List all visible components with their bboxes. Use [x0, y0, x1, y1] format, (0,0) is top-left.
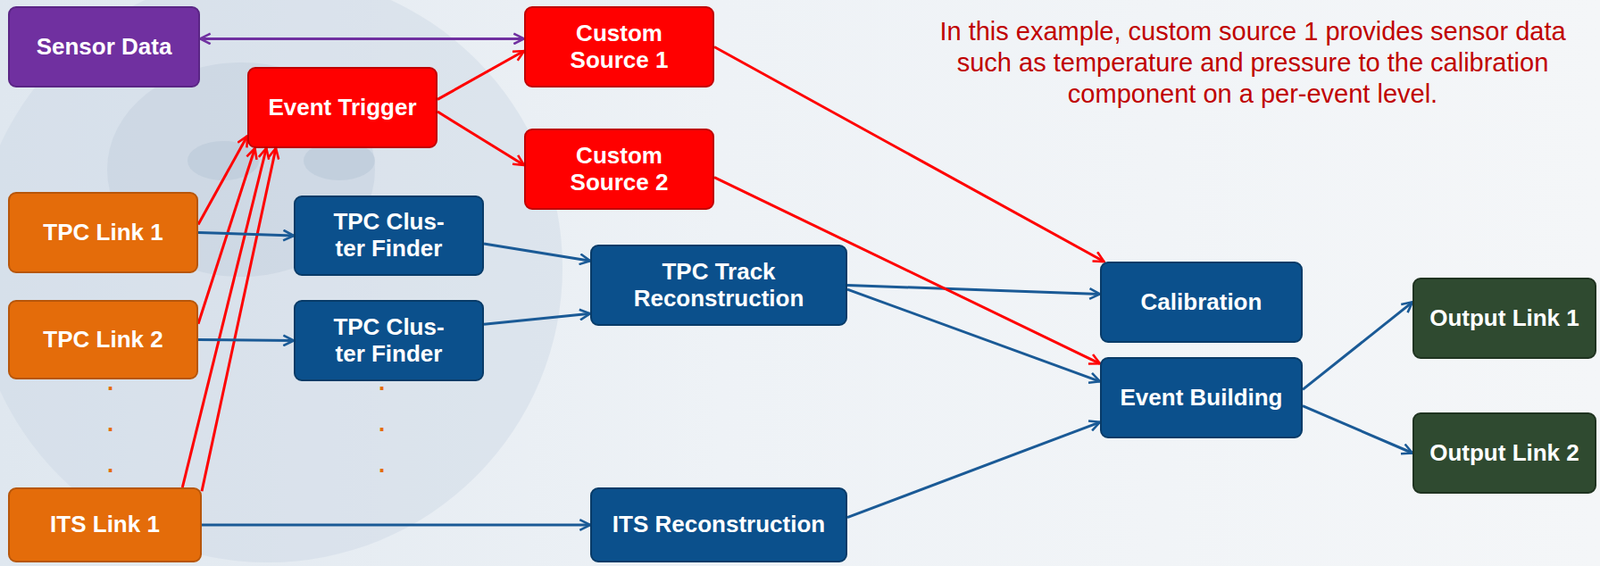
flow-arrow — [714, 47, 1105, 263]
flow-arrow — [847, 422, 1100, 518]
process-box: Event Building — [1100, 357, 1303, 439]
sensor-box: Sensor Data — [8, 6, 200, 88]
box-label: Calibration — [1141, 289, 1263, 317]
process-box: Calibration — [1100, 261, 1303, 343]
flow-arrow — [201, 524, 591, 527]
note-text: In this example, custom source 1 provide… — [919, 16, 1586, 109]
process-box: TPC Clus- ter Finder — [293, 195, 484, 276]
box-label: TPC Link 2 — [42, 326, 163, 354]
source-box: Custom Source 1 — [524, 6, 715, 88]
ellipsis-dots: . . . — [104, 361, 117, 485]
ellipsis-dots: . . . — [375, 361, 388, 485]
process-box: TPC Clus- ter Finder — [293, 300, 484, 382]
box-label: TPC Clus- ter Finder — [322, 208, 457, 263]
box-label: Custom Source 1 — [534, 20, 704, 75]
flow-arrow — [198, 340, 294, 342]
box-label: Event Trigger — [267, 94, 417, 122]
box-label: ITS Reconstruction — [612, 511, 825, 539]
box-label: ITS Link 1 — [50, 511, 160, 539]
flow-arrow — [198, 135, 248, 225]
flow-arrow — [200, 37, 525, 41]
flow-arrow — [483, 243, 591, 261]
process-box: TPC Track Reconstruction — [590, 244, 848, 326]
flow-arrow — [437, 111, 525, 166]
box-label: TPC Track Reconstruction — [600, 258, 837, 313]
flow-arrow — [198, 233, 294, 237]
source-box: Custom Source 2 — [524, 128, 715, 210]
process-box: ITS Reconstruction — [590, 487, 848, 563]
box-label: Output Link 1 — [1429, 305, 1580, 333]
output-box: Output Link 1 — [1412, 277, 1597, 359]
flow-arrow — [483, 313, 591, 325]
link-box: TPC Link 2 — [8, 300, 199, 380]
flow-arrow — [847, 285, 1100, 295]
link-box: TPC Link 1 — [8, 191, 199, 274]
flow-arrow — [201, 148, 276, 492]
box-label: TPC Link 1 — [42, 219, 163, 247]
trigger-box: Event Trigger — [247, 66, 438, 149]
flow-arrow — [198, 148, 256, 325]
output-box: Output Link 2 — [1412, 412, 1597, 494]
link-box: ITS Link 1 — [8, 487, 202, 563]
box-label: Event Building — [1120, 384, 1284, 412]
flow-arrow — [437, 50, 525, 100]
box-label: TPC Clus- ter Finder — [322, 314, 457, 368]
flow-arrow — [1302, 406, 1413, 454]
flow-arrow — [1302, 301, 1413, 390]
box-label: Output Link 2 — [1429, 440, 1580, 467]
box-label: Sensor Data — [36, 33, 173, 61]
box-label: Custom Source 2 — [534, 142, 704, 197]
